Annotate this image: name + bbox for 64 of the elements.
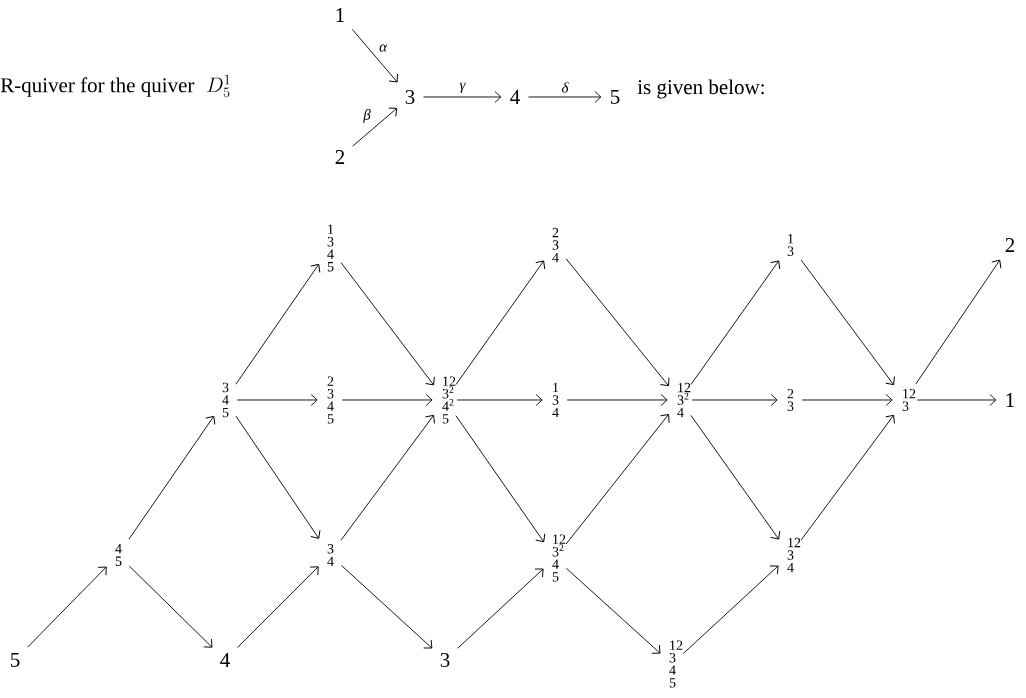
edge-label: δ bbox=[561, 82, 569, 93]
arrow bbox=[565, 567, 661, 654]
vertex-label: 1 bbox=[336, 8, 344, 22]
arrow bbox=[340, 564, 433, 649]
arrow bbox=[682, 565, 779, 654]
stacked-label: 1 3 4 bbox=[552, 382, 559, 418]
vertex-label: 2 bbox=[1005, 238, 1015, 252]
stacked-label: 12 3 4 bbox=[787, 537, 801, 573]
arrow bbox=[565, 414, 670, 545]
arrow bbox=[566, 394, 668, 406]
arrow bbox=[423, 91, 502, 103]
edge-label: α bbox=[379, 44, 388, 52]
arrow bbox=[801, 394, 893, 406]
arrow bbox=[691, 394, 778, 406]
edge-label: γ bbox=[459, 82, 466, 93]
stacked-label: 12 3 bbox=[902, 389, 916, 411]
stacked-label: 2 3 4 bbox=[552, 227, 559, 263]
stacked-label: 1 3 bbox=[787, 234, 794, 256]
arrow bbox=[236, 394, 318, 406]
vertex-label: 3 bbox=[405, 89, 415, 105]
arrow bbox=[237, 566, 319, 648]
arrow bbox=[128, 415, 216, 540]
arrow bbox=[916, 394, 997, 406]
arrow bbox=[528, 91, 602, 103]
arrow bbox=[690, 260, 781, 386]
stacked-label: 12 3$^{2}$ 4 5 bbox=[552, 534, 566, 582]
arrow bbox=[455, 415, 546, 543]
text: R-quiver for the quiver bbox=[0, 77, 195, 97]
stacked-label: 1 3 4 5 bbox=[327, 224, 334, 272]
arrow bbox=[455, 260, 546, 386]
arrow bbox=[800, 259, 895, 386]
edge-label: β bbox=[363, 109, 371, 123]
arrow bbox=[340, 262, 435, 386]
vertex-label: 1 bbox=[1006, 393, 1014, 407]
arrow bbox=[565, 258, 670, 387]
stacked-label: 3 4 5 bbox=[222, 382, 229, 418]
arrow bbox=[690, 414, 781, 540]
stacked-label: 2 3 4 5 bbox=[327, 376, 334, 424]
text: is given below: bbox=[637, 79, 764, 99]
arrow bbox=[352, 107, 398, 147]
math-symbol: $D_5^1$ bbox=[207, 74, 230, 98]
stacked-label: 12 3$^{2}$ 4$^{2}$ 5 bbox=[442, 376, 456, 424]
arrow bbox=[915, 259, 1002, 385]
vertex-label: 4 bbox=[220, 653, 230, 667]
stacked-label: 2 3 bbox=[787, 389, 794, 411]
arrow bbox=[800, 414, 895, 541]
vertex-label: 5 bbox=[11, 653, 20, 667]
vertex-label: 2 bbox=[335, 150, 345, 164]
stacked-label: 4 5 bbox=[115, 544, 122, 566]
vertex-label: 3 bbox=[440, 652, 450, 668]
vertex-label: 5 bbox=[611, 90, 620, 104]
arrow bbox=[128, 565, 213, 648]
arrow bbox=[351, 28, 398, 83]
arrow bbox=[27, 566, 107, 648]
arrow bbox=[340, 414, 435, 541]
arrow bbox=[235, 263, 321, 385]
arrow bbox=[341, 394, 433, 406]
arrow bbox=[235, 415, 321, 539]
arrow bbox=[457, 568, 544, 649]
stacked-label: 3 4 bbox=[327, 544, 334, 566]
vertex-label: 4 bbox=[510, 90, 520, 104]
stacked-label: 12 3 4 5 bbox=[669, 640, 683, 688]
arrow bbox=[456, 394, 543, 406]
stacked-label: 12 3$^{2}$ 4 bbox=[677, 382, 691, 418]
